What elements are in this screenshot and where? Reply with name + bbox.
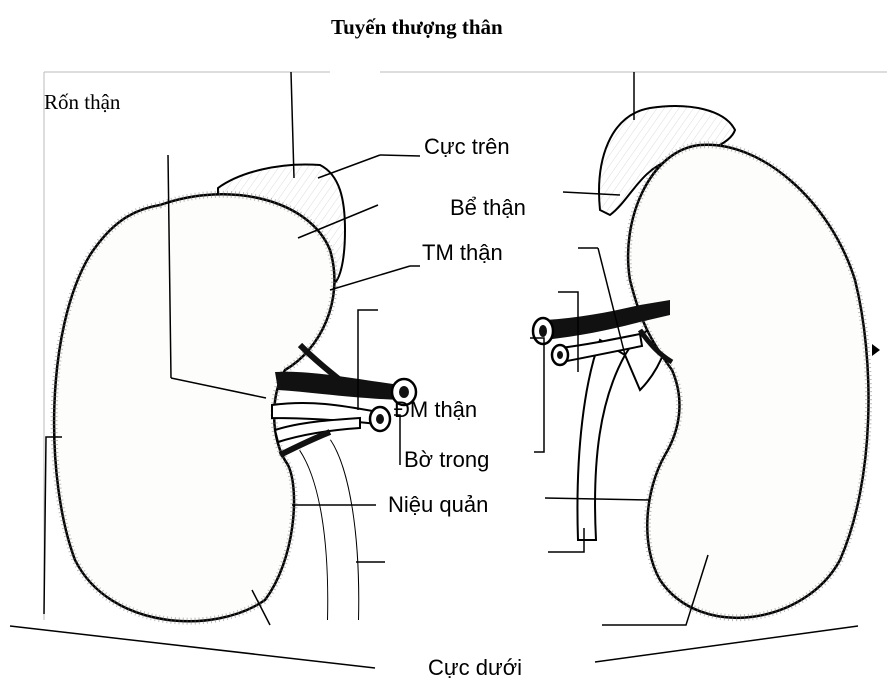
right-kidney <box>628 145 868 618</box>
arrowhead-right-border <box>872 344 880 356</box>
bracket-border-left <box>394 415 400 465</box>
upper-pole-label: Cực trên <box>424 134 510 159</box>
ureter-label: Niệu quản <box>388 492 488 517</box>
renal-artery-label: ĐM thận <box>394 397 477 422</box>
renal-pelvis-label: Bể thận <box>450 195 526 220</box>
leader-adrenal-left <box>291 72 294 178</box>
left-ureter <box>300 440 358 620</box>
adrenal-gland-label: Tuyến thượng thân <box>331 14 511 40</box>
leader-ureter-right <box>545 498 650 500</box>
leader-upper-pole-h <box>380 155 420 156</box>
leader-lower-pole-1 <box>10 626 375 668</box>
leader-lower-pole-2 <box>595 626 858 662</box>
medial-border-label: Bờ trong <box>404 447 489 472</box>
lower-pole-label: Cực dưới <box>428 655 522 680</box>
renal-hilum-label: Rốn thận <box>44 90 120 114</box>
leader-upper-pole <box>318 155 380 178</box>
bracket-border-right <box>530 338 544 452</box>
renal-vein-label: TM thận <box>422 240 503 265</box>
